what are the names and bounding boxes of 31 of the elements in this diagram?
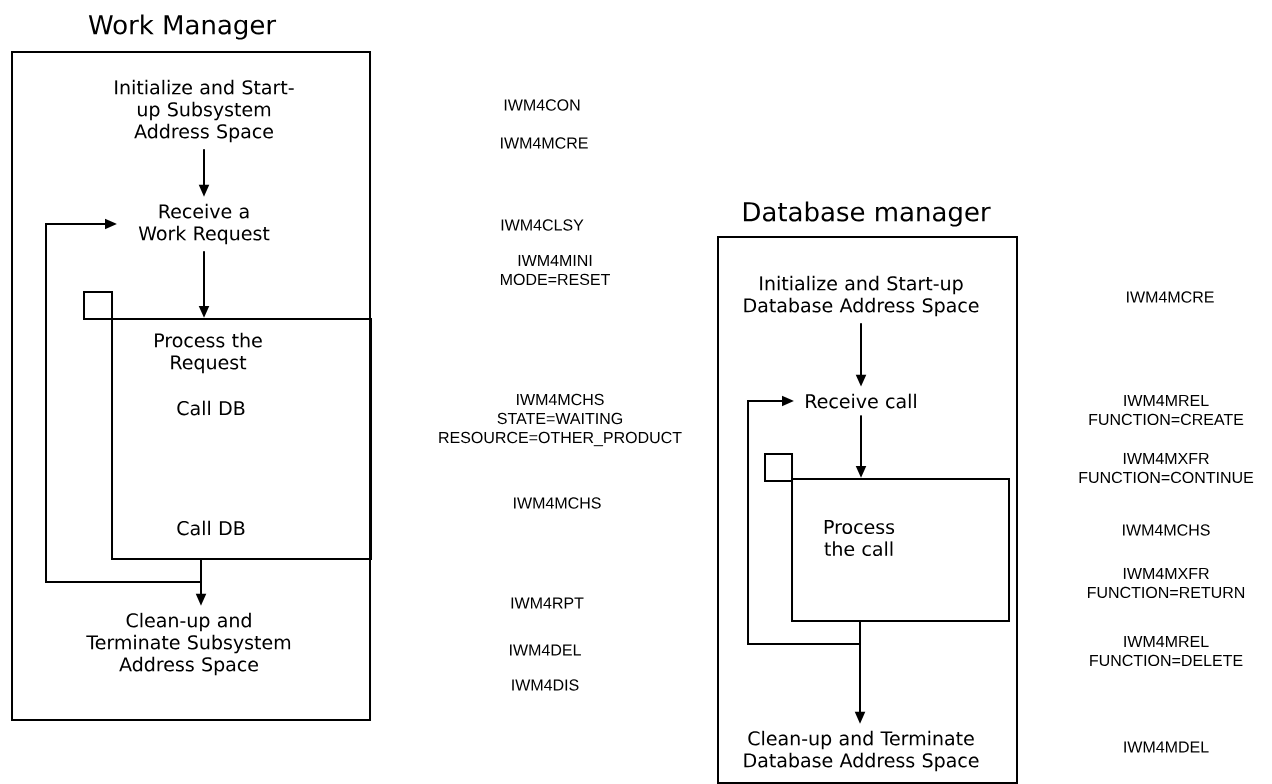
panel-title: Work Manager <box>88 14 277 40</box>
node-label: Call DB <box>177 400 245 416</box>
api-label: IWM4CLSY <box>501 219 584 231</box>
api-label: IWM4CON <box>504 99 580 111</box>
node-label: Process the Request <box>155 332 262 374</box>
api-label: IWM4MREL FUNCTION=DELETE <box>1090 635 1243 667</box>
step-text: Clean-up and Terminate Subsystem Address Space <box>86 612 291 676</box>
api-label: IWM4MCRE <box>501 137 588 149</box>
panel-title: Database manager <box>743 201 991 227</box>
step-text: Clean-up and Terminate Database Address Space <box>744 730 979 772</box>
api-label: IWM4MINI MODE=RESET <box>501 254 610 286</box>
step-text: Receive call <box>806 393 916 409</box>
node-label: Call DB <box>177 520 245 536</box>
api-label: IWM4MCRE <box>1127 291 1214 303</box>
api-label: IWM4MXFR FUNCTION=CONTINUE <box>1079 452 1254 484</box>
arrow <box>747 395 861 645</box>
step-text: Initialize and Start-up Database Address Space <box>744 275 979 317</box>
process-box: Process the Request Call DB Call DB <box>111 318 372 560</box>
api-label: IWM4MXFR FUNCTION=RETURN <box>1088 567 1245 599</box>
api-label: IWM4MREL FUNCTION=CREATE <box>1089 394 1244 426</box>
api-label: IWM4MCHS STATE=WAITING RESOURCE=OTHER_PRODUCT <box>439 393 682 447</box>
api-label: IWM4DEL <box>510 644 581 656</box>
api-label: IWM4MDEL <box>1124 741 1209 753</box>
process-box: Process the call <box>791 478 1010 622</box>
api-label: IWM4DIS <box>512 679 579 691</box>
step-text: Initialize and Start-up Subsystem Address Space <box>115 79 294 143</box>
arrow <box>45 218 202 583</box>
api-label: IWM4MCHS <box>1123 524 1210 536</box>
step-text: Receive a Work Request <box>138 203 270 245</box>
api-label: IWM4RPT <box>511 597 584 609</box>
api-label: IWM4MCHS <box>514 497 601 509</box>
